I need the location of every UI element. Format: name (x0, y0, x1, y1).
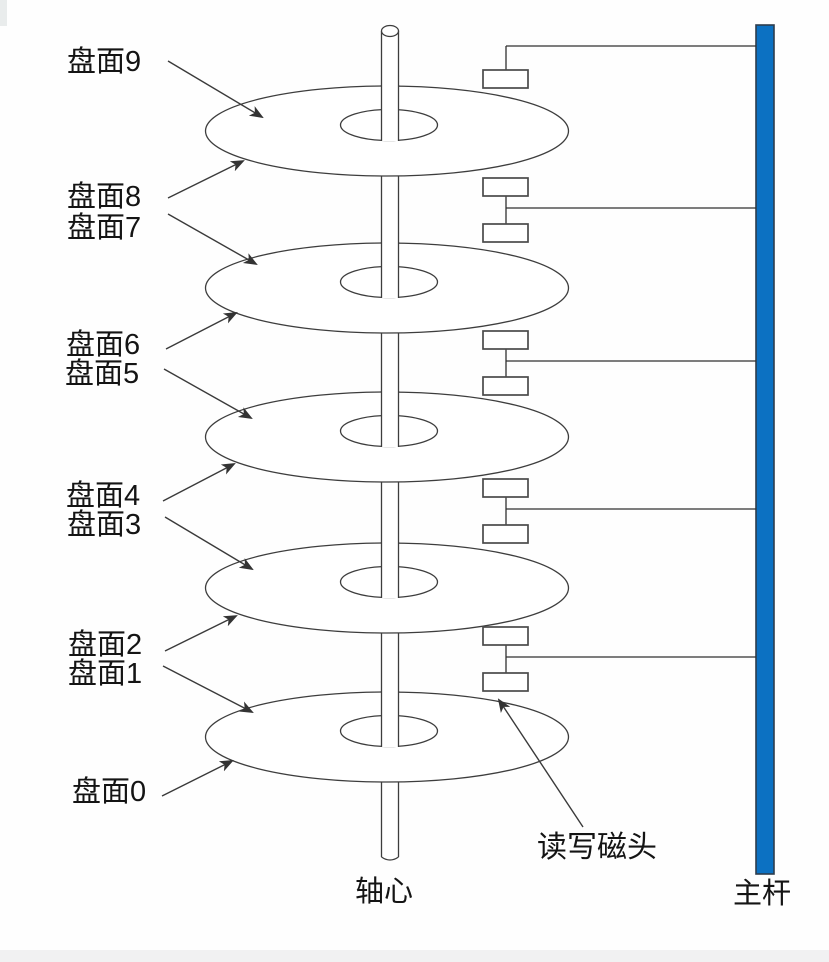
read-write-head-pair-1 (482, 177, 757, 243)
read-write-head-pair-2 (482, 330, 757, 396)
surface-label-1: 盘面1 (68, 657, 142, 690)
scan-artifact-corner (0, 0, 7, 26)
platter-2 (204, 241, 570, 334)
actuator-main-rod (756, 25, 774, 874)
read-write-head-pointer-line (497, 698, 584, 828)
platter-1 (204, 84, 570, 177)
read-write-head-top (482, 45, 756, 89)
surface-label-0: 盘面0 (72, 775, 146, 808)
platter-5 (204, 690, 570, 783)
bottom-gray-strip (0, 950, 829, 962)
read-write-head-pair-3 (482, 478, 757, 544)
main-rod-label: 主杆 (733, 877, 791, 910)
read-write-head-pair-4 (482, 626, 757, 692)
surface-label-5: 盘面5 (65, 357, 139, 390)
surface-label-2: 盘面2 (68, 628, 142, 661)
surface-pointer-lines (161, 60, 264, 797)
surface-label-8: 盘面8 (67, 180, 141, 213)
spindle-label: 轴心 (355, 875, 413, 908)
actuator-main-rod-edge (755, 24, 775, 875)
surface-label-6: 盘面6 (66, 328, 140, 361)
platter-3 (204, 390, 570, 483)
read-write-head-label: 读写磁头 (537, 831, 657, 864)
surface-label-4: 盘面4 (66, 479, 140, 512)
surface-label-9: 盘面9 (67, 45, 141, 78)
platter-4 (204, 541, 570, 634)
surface-label-3: 盘面3 (67, 508, 141, 541)
surface-label-7: 盘面7 (67, 211, 141, 244)
